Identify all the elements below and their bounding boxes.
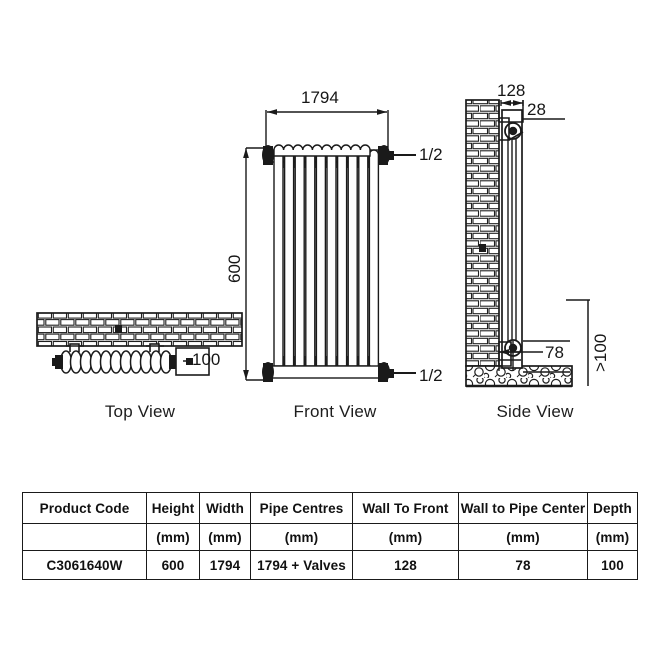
dimension-wall-to-front: 128 — [497, 81, 526, 100]
table-units-pipe-centres: (mm) — [250, 523, 353, 551]
top-view-radiator — [52, 350, 177, 374]
dimension-wall-to-pipe: 78 — [545, 343, 564, 362]
table-header-row: Product Code Height Width Pipe Centres W… — [22, 492, 638, 524]
dimension-front-height: 600 — [225, 254, 244, 283]
dimension-floor-clearance: >100 — [591, 333, 610, 372]
front-valve-leaders — [390, 154, 416, 374]
dimension-valve-bottom: 1/2 — [419, 366, 443, 385]
table-units-row: (mm) (mm) (mm) (mm) (mm) (mm) — [22, 523, 638, 551]
front-view-radiator — [262, 144, 390, 382]
top-view-wall — [36, 312, 243, 347]
table-value-product-code: C3061640W — [22, 550, 147, 580]
table-units-width: (mm) — [199, 523, 251, 551]
side-view-group — [465, 99, 590, 388]
top-view-group — [36, 312, 243, 376]
dimension-side-top-offset: 28 — [527, 100, 546, 119]
dimension-valve-top: 1/2 — [419, 145, 443, 164]
caption-front-view: Front View — [293, 402, 377, 421]
table-value-width: 1794 — [199, 550, 251, 580]
caption-top-view: Top View — [104, 402, 176, 421]
table-value-depth: 100 — [587, 550, 638, 580]
front-bottom-manifold — [262, 362, 390, 382]
side-floor-clearance-dimension — [566, 299, 590, 386]
side-view-radiator — [499, 109, 524, 369]
table-units-height: (mm) — [146, 523, 200, 551]
table-row: C3061640W 600 1794 1794 + Valves 128 78 … — [22, 550, 638, 580]
table-header-product-code: Product Code — [22, 492, 147, 524]
caption-side-view: Side View — [496, 402, 574, 421]
table-value-wall-to-front: 128 — [352, 550, 459, 580]
specification-table: Product Code Height Width Pipe Centres W… — [22, 492, 638, 580]
table-value-wall-to-pipe: 78 — [458, 550, 588, 580]
front-height-dimension — [243, 147, 266, 381]
side-view-floor — [465, 365, 573, 388]
front-view-group — [243, 109, 416, 382]
dimension-front-width: 1794 — [301, 88, 339, 107]
dimension-top-depth: 100 — [192, 350, 221, 369]
side-top-valve — [504, 122, 522, 140]
table-header-depth: Depth — [587, 492, 638, 524]
top-view-depth-dim — [175, 347, 210, 376]
table-header-height: Height — [146, 492, 200, 524]
table-units-wall-to-pipe: (mm) — [458, 523, 588, 551]
table-header-wall-to-pipe: Wall to Pipe Center — [458, 492, 588, 524]
side-top-bracket — [499, 117, 524, 141]
table-value-height: 600 — [146, 550, 200, 580]
table-units-wall-to-front: (mm) — [352, 523, 459, 551]
side-78-dimension — [498, 340, 570, 373]
table-units-product-code — [22, 523, 147, 551]
table-header-pipe-centres: Pipe Centres — [250, 492, 353, 524]
front-valve-nubs — [388, 151, 394, 378]
side-128-dimension — [498, 100, 524, 123]
table-header-wall-to-front: Wall To Front — [352, 492, 459, 524]
front-width-dimension — [265, 109, 389, 152]
table-header-width: Width — [199, 492, 251, 524]
front-columns — [273, 149, 380, 373]
side-view-wall — [465, 99, 500, 367]
table-units-depth: (mm) — [587, 523, 638, 551]
table-value-pipe-centres: 1794 + Valves — [250, 550, 353, 580]
